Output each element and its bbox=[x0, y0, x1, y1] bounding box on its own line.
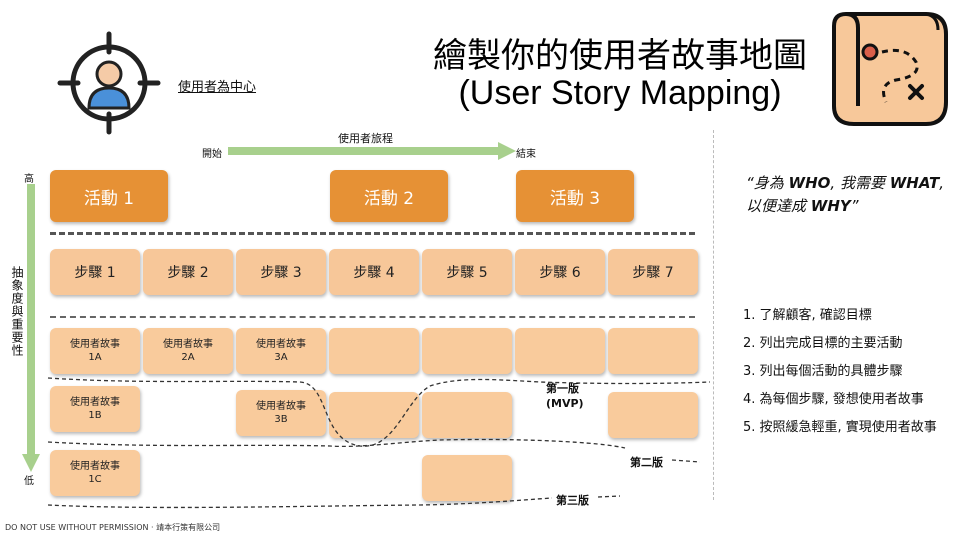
activity-card: 活動 2 bbox=[330, 170, 448, 222]
activity-card: 活動 1 bbox=[50, 170, 168, 222]
activity-divider bbox=[50, 232, 695, 235]
page-title: 繪製你的使用者故事地圖 bbox=[433, 36, 807, 76]
step-card: 步驟 3 bbox=[236, 249, 326, 295]
step-card: 步驟 4 bbox=[329, 249, 419, 295]
treasure-map-icon bbox=[832, 12, 948, 126]
page-subtitle: (User Story Mapping) bbox=[458, 74, 782, 112]
importance-high-label: 高 bbox=[24, 174, 34, 185]
empty-story-card bbox=[608, 328, 698, 374]
process-steps-list: 1. 了解顧客, 確認目標 2. 列出完成目標的主要活動 3. 列出每個活動的具… bbox=[743, 302, 955, 442]
release-3-label: 第三版 bbox=[556, 494, 589, 507]
step-card: 步驟 2 bbox=[143, 249, 233, 295]
step-card: 步驟 6 bbox=[515, 249, 605, 295]
empty-story-card bbox=[608, 392, 698, 438]
user-center-label: 使用者為中心 bbox=[178, 80, 257, 95]
journey-arrow bbox=[228, 142, 516, 160]
empty-story-card bbox=[422, 455, 512, 501]
list-item: 2. 列出完成目標的主要活動 bbox=[743, 336, 903, 351]
user-story-template: “身為 WHO, 我需要 WHAT, 以便達成 WHY” bbox=[746, 174, 945, 215]
panel-separator bbox=[713, 130, 714, 500]
release-2-label: 第二版 bbox=[630, 456, 663, 469]
list-item: 1. 了解顧客, 確認目標 bbox=[743, 308, 872, 323]
empty-story-card bbox=[422, 328, 512, 374]
step-card: 步驟 5 bbox=[422, 249, 512, 295]
empty-story-card bbox=[329, 328, 419, 374]
journey-end-label: 結束 bbox=[516, 149, 536, 160]
empty-story-card bbox=[422, 392, 512, 438]
footer-notice: DO NOT USE WITHOUT PERMISSION · 靖本行策有限公司 bbox=[5, 523, 221, 532]
importance-arrow bbox=[22, 184, 40, 472]
release-1-label: 第一版 bbox=[546, 382, 579, 395]
release-1-sub-label: (MVP) bbox=[546, 397, 584, 410]
importance-low-label: 低 bbox=[24, 476, 34, 487]
empty-story-card bbox=[515, 328, 605, 374]
journey-label: 使用者旅程 bbox=[338, 132, 393, 145]
list-item: 5. 按照緩急輕重, 實現使用者故事 bbox=[743, 420, 937, 435]
step-card: 步驟 1 bbox=[50, 249, 140, 295]
step-divider bbox=[50, 316, 695, 318]
step-card: 步驟 7 bbox=[608, 249, 698, 295]
journey-start-label: 開始 bbox=[202, 149, 222, 160]
importance-axis-label: 抽象度與重要性 bbox=[10, 266, 24, 357]
list-item: 3. 列出每個活動的具體步驟 bbox=[743, 364, 903, 379]
user-target-icon bbox=[57, 31, 161, 135]
list-item: 4. 為每個步驟, 發想使用者故事 bbox=[743, 392, 924, 407]
activity-card: 活動 3 bbox=[516, 170, 634, 222]
